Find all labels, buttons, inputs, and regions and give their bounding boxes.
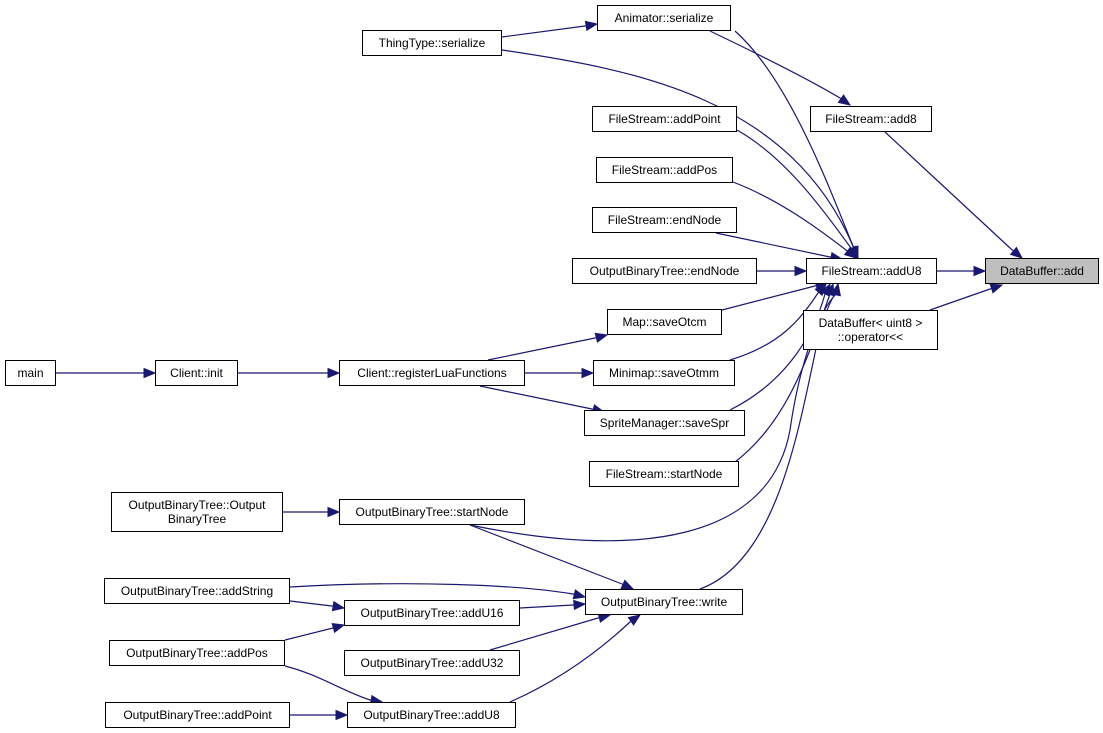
edge-addstring-to-addu16-arrowhead <box>331 600 346 612</box>
node-animator-serialize[interactable]: Animator::serialize <box>597 5 731 31</box>
edge-main-to-init-arrowhead <box>143 367 157 379</box>
node-outputbinarytree-addu16[interactable]: OutputBinaryTree::addU16 <box>344 600 520 626</box>
edge-ctor-to-obt-startnode <box>283 506 341 518</box>
node-client-init[interactable]: Client::init <box>155 360 238 386</box>
edge-obt-endnode-to-addu8-arrowhead <box>794 265 808 277</box>
node-outputbinarytree-addpoint[interactable]: OutputBinaryTree::addPoint <box>105 702 290 728</box>
edge-main-to-init <box>56 367 157 379</box>
node-minimap-saveotmm[interactable]: Minimap::saveOtmm <box>593 360 735 386</box>
node-thingtype-serialize[interactable]: ThingType::serialize <box>362 30 502 56</box>
node-databuffer-operator[interactable]: DataBuffer< uint8 > ::operator<< <box>803 310 938 350</box>
edge-obt-startnode-to-write-arrowhead <box>620 579 635 590</box>
edge-write-to-addu8-arrowhead <box>830 282 841 297</box>
node-outputbinarytree-addu8[interactable]: OutputBinaryTree::addU8 <box>347 702 516 728</box>
edge-register-to-saveotmm <box>525 367 595 379</box>
node-outputbinarytree-constructor[interactable]: OutputBinaryTree::Output BinaryTree <box>111 492 283 532</box>
edge-addu16-to-write-arrowhead <box>573 599 587 611</box>
edge-operator-to-add <box>929 283 1004 311</box>
edge-ctor-to-obt-startnode-arrowhead <box>327 506 341 518</box>
edge-addpoint-to-addu8-arrowhead <box>335 709 349 721</box>
node-main[interactable]: main <box>5 360 56 386</box>
edge-addu8-to-add <box>937 265 987 277</box>
node-databuffer-add: DataBuffer::add <box>985 258 1099 284</box>
edge-init-to-register <box>238 367 341 379</box>
node-outputbinarytree-endnode[interactable]: OutputBinaryTree::endNode <box>572 258 757 284</box>
edge-addu8-to-write-arrowhead <box>627 614 642 626</box>
edge-register-to-saveotcm <box>487 332 609 361</box>
edge-operator-to-add-arrowhead <box>989 283 1004 294</box>
node-filestream-addu8[interactable]: FileStream::addU8 <box>806 258 937 284</box>
edge-addpoint-to-addu8 <box>736 129 858 260</box>
edge-addstring-to-write-arrowhead <box>572 589 587 600</box>
node-filestream-add8[interactable]: FileStream::add8 <box>810 106 932 132</box>
edge-add8-to-add <box>884 131 1024 259</box>
edge-addstring-to-write <box>289 583 587 600</box>
node-outputbinarytree-write[interactable]: OutputBinaryTree::write <box>585 589 743 615</box>
node-databuffer-operator-line1: DataBuffer< uint8 > <box>818 316 923 330</box>
node-client-registerluafunctions[interactable]: Client::registerLuaFunctions <box>339 360 525 386</box>
edge-saveotcm-to-addu8 <box>721 280 829 311</box>
edge-init-to-register-arrowhead <box>327 367 341 379</box>
edge-register-to-saveotcm-arrowhead <box>594 332 609 343</box>
node-spritemanager-savespr[interactable]: SpriteManager::saveSpr <box>584 410 745 436</box>
edge-register-to-saveotmm-arrowhead <box>581 367 595 379</box>
node-outputbinarytree-addpos[interactable]: OutputBinaryTree::addPos <box>109 640 285 666</box>
node-outputbinarytree-addstring[interactable]: OutputBinaryTree::addString <box>104 578 290 604</box>
node-map-saveotcm[interactable]: Map::saveOtcm <box>607 309 722 335</box>
node-outputbinarytree-addu32[interactable]: OutputBinaryTree::addU32 <box>344 650 520 676</box>
edge-animator-to-add8-arrowhead <box>837 94 852 106</box>
edge-addpos-to-addu8-arrowhead <box>843 246 858 259</box>
edge-write-to-addu8 <box>699 282 841 590</box>
node-filestream-endnode[interactable]: FileStream::endNode <box>592 207 737 233</box>
edge-addpos-to-addu16 <box>284 622 346 641</box>
node-filestream-startnode[interactable]: FileStream::startNode <box>589 461 739 487</box>
node-outputbinarytree-constructor-line2: BinaryTree <box>167 512 227 526</box>
edge-addu32-to-write <box>489 612 612 651</box>
edge-addpos-to-addu16-arrowhead <box>331 622 346 634</box>
node-outputbinarytree-constructor-line1: OutputBinaryTree::Output <box>128 498 266 512</box>
edge-thingtype-to-animator <box>501 20 599 38</box>
edge-addu8-to-write <box>509 614 642 703</box>
edge-animator-to-add8 <box>709 30 852 106</box>
node-filestream-addpos[interactable]: FileStream::addPos <box>596 157 733 183</box>
edge-addu8-to-add-arrowhead <box>973 265 987 277</box>
node-outputbinarytree-startnode[interactable]: OutputBinaryTree::startNode <box>339 499 525 525</box>
node-filestream-addpoint[interactable]: FileStream::addPoint <box>592 106 737 132</box>
edge-addpoint-to-addu8 <box>290 709 349 721</box>
edge-addpos-to-addu8 <box>732 181 858 259</box>
edge-animator-to-addu8 <box>734 30 859 260</box>
edge-add8-to-add-arrowhead <box>1009 246 1024 259</box>
edge-addu16-to-write <box>519 599 587 611</box>
edge-obt-endnode-to-addu8 <box>757 265 808 277</box>
edge-addstring-to-addu16 <box>289 600 346 612</box>
edge-obt-startnode-to-write <box>469 524 635 590</box>
node-databuffer-operator-line2: ::operator<< <box>837 330 904 344</box>
edge-thingtype-to-animator-arrowhead <box>584 20 599 32</box>
